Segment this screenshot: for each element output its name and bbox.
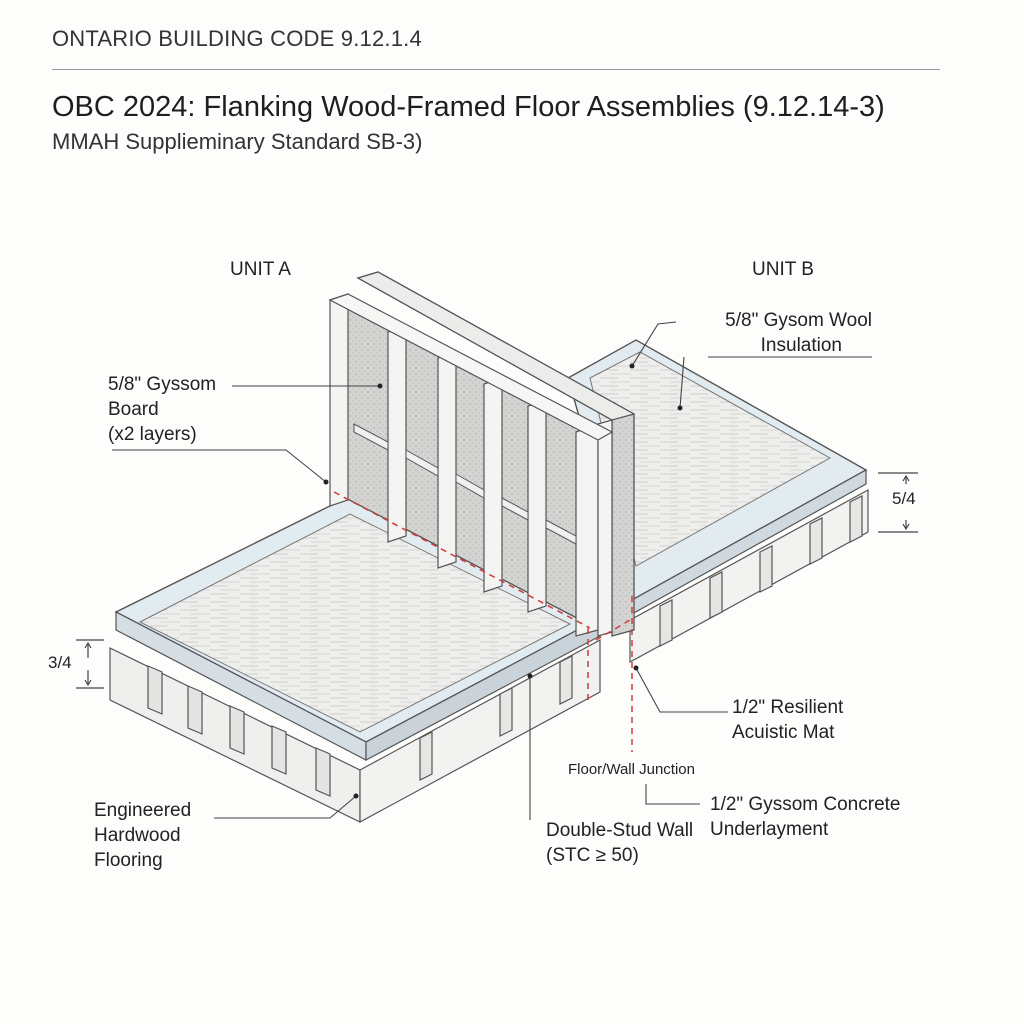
unit-a-floor-assembly — [109, 495, 602, 824]
callout-hardwood-flooring: Engineered Hardwood Flooring — [94, 800, 192, 872]
header-divider — [52, 69, 940, 70]
diagram-subtitle: MMAH Supplieminary Standard SB-3) — [52, 129, 423, 154]
unit-b-joist-rim — [629, 488, 869, 664]
unit-a-hardwood — [138, 513, 572, 733]
code-reference: ONTARIO BUILDING CODE 9.12.1.4 — [52, 26, 422, 51]
unit-a-joists — [147, 665, 331, 797]
unit-b-floor-assembly — [567, 339, 869, 664]
unit-b-label: UNIT B — [752, 259, 814, 280]
leader-dots — [323, 363, 683, 799]
dimension-right-label: 5/4 — [892, 489, 916, 508]
unit-b-joists — [659, 495, 863, 647]
dimension-left-marks — [76, 639, 104, 689]
unit-a-label: UNIT A — [230, 259, 291, 280]
wall-blocking — [353, 423, 577, 545]
double-stud-wall — [328, 271, 636, 637]
junction-markers — [333, 491, 633, 752]
wall-studs — [329, 293, 613, 637]
callout-double-stud-wall: Double-Stud Wall (STC ≥ 50) — [546, 820, 694, 867]
dimension-right-marks — [878, 472, 918, 533]
diagram-title: OBC 2024: Flanking Wood-Framed Floor Ass… — [52, 91, 885, 123]
callout-concrete-underlayment: 1/2" Gyssom Concrete Underlayment — [710, 794, 901, 841]
callout-resilient-mat: 1/2" Resilient Acuistic Mat — [732, 697, 844, 744]
callout-wool-insulation: 5/8" Gysom Wool Insulation — [725, 310, 872, 357]
callout-floor-wall-junction: Floor/Wall Junction — [568, 761, 695, 778]
dimension-left-label: 3/4 — [48, 653, 72, 672]
callout-gypsum-board: 5/8" Gyssom Board (x2 layers) — [108, 374, 217, 446]
leader-lines — [112, 321, 872, 820]
